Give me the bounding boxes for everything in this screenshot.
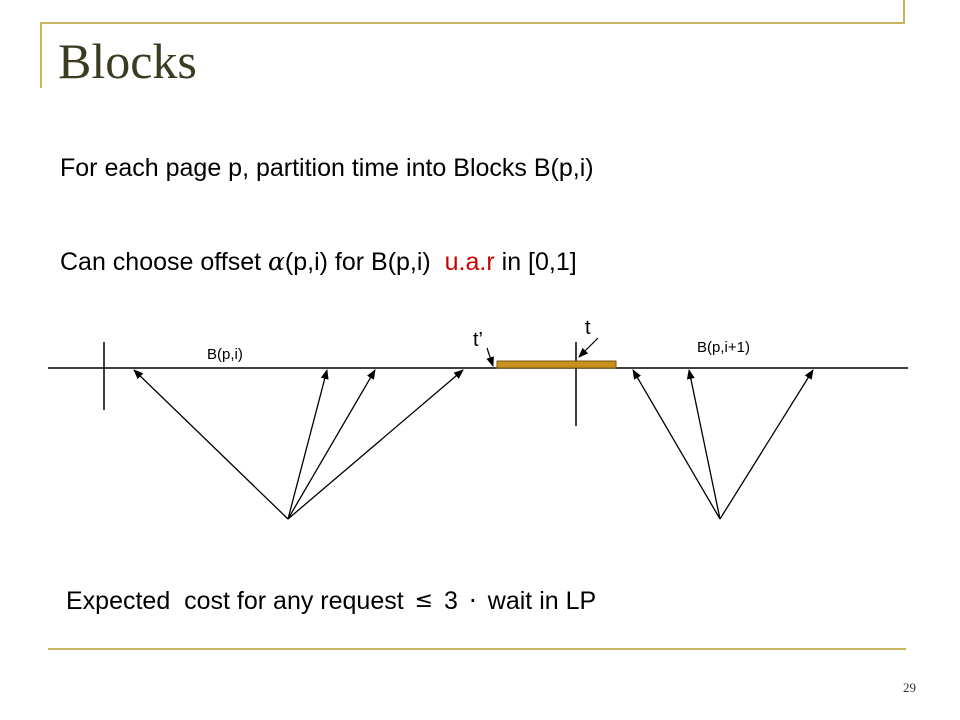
left-fan-arrow-1 (133, 369, 289, 520)
left-fan-arrow-2 (287, 369, 329, 520)
frame-left-rule (40, 22, 42, 88)
t-prime-pointer (486, 347, 494, 367)
block-label-right: B(p,i+1) (697, 339, 750, 356)
right-fan-arrow-1 (632, 369, 721, 520)
offset-text-mid: (p,i) for B(p,i) (284, 248, 445, 276)
expected-text-pre: Expected cost for any request (66, 587, 404, 615)
offset-text-post: in [0,1] (494, 248, 577, 276)
alpha-symbol: α (268, 247, 285, 276)
right-fan-arrow-2 (686, 369, 721, 520)
partition-statement: For each page p, partition time into Blo… (60, 154, 594, 182)
expected-cost-statement: Expected cost for any request ≤ 3 · wait… (66, 586, 596, 616)
frame-top-rule (40, 22, 905, 24)
leq-symbol: ≤ (414, 588, 434, 613)
slide-title: Blocks (58, 33, 197, 89)
t-prime-label: t’ (473, 329, 483, 351)
left-fan-arrow-4 (287, 369, 464, 520)
block-label-left: B(p,i) (207, 346, 243, 363)
frame-right-rule (903, 0, 905, 24)
t-label: t (585, 317, 591, 339)
frame-bottom-rule (48, 648, 906, 650)
left-fan-arrow-3 (287, 369, 376, 520)
page-number: 29 (903, 680, 916, 695)
offset-text-pre: Can choose offset (60, 248, 269, 276)
offset-statement: Can choose offset α(p,i) for B(p,i) u.a.… (60, 247, 577, 277)
right-fan-arrow-3 (719, 369, 814, 520)
lp-interval-bar (496, 360, 617, 369)
expected-text-post: wait in LP (487, 587, 597, 615)
cdot-symbol: · (468, 586, 477, 615)
t-pointer (578, 337, 599, 358)
expected-factor: 3 (444, 587, 458, 615)
uar-highlight: u.a.r (444, 248, 495, 276)
